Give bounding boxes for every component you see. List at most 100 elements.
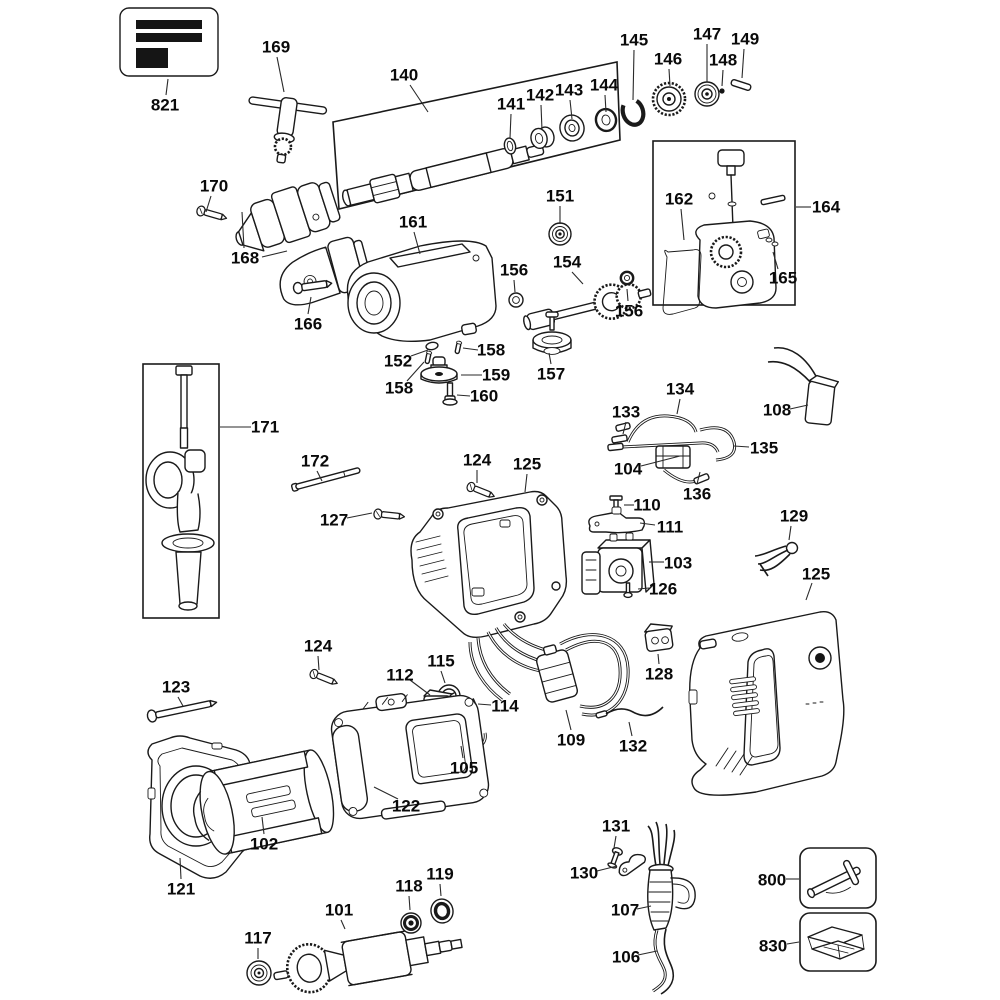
part-label-147-12: 147 [693,25,721,44]
part-label-158-24: 158 [477,341,505,360]
clamshell-left-125-art [410,490,568,639]
part-label-107-64: 107 [611,901,639,920]
part-label-106-65: 106 [612,948,640,967]
leader-line-156-20 [513,279,516,293]
leader-line-146-11 [668,68,671,87]
part-label-129-44: 129 [780,507,808,526]
gear-housing-161-art [346,240,497,343]
depth-rod-172-art [290,467,361,492]
part-label-115-47: 115 [427,652,454,671]
part-label-161-19: 161 [399,213,427,232]
screw-123-art [146,699,218,723]
leader-line-133-34 [622,421,627,435]
bearing-147-art [694,81,720,107]
bearing-117-art [246,960,272,986]
chuck-key-169-art [248,96,328,164]
leader-line-125-45 [805,582,813,601]
part-label-158-26: 158 [385,379,413,398]
leader-line-166-4 [307,296,312,315]
part-label-154-21: 154 [553,253,582,272]
part-label-117-58: 117 [244,929,271,948]
part-label-135-37: 135 [750,439,778,458]
leader-line-122-57 [373,786,399,800]
field-102-art [192,749,335,855]
pin-158-a-art [454,340,463,355]
accessory-800-art [799,847,877,909]
leader-line-123-54 [177,696,184,707]
part-label-128-53: 128 [645,665,673,684]
chuck-168-art [235,181,341,252]
leader-line-821-0 [165,78,169,96]
part-label-102-56: 102 [250,835,278,854]
leader-line-162-15 [680,208,685,241]
leader-line-148-13 [721,69,724,87]
clutch-157-art [532,311,572,355]
screw-170-art [195,204,229,224]
part-label-121-55: 121 [167,880,195,899]
part-label-130-63: 130 [570,864,598,883]
screw-126-art [623,582,633,599]
leader-line-131-62 [613,835,617,849]
leader-line-141-6 [509,113,512,139]
leader-line-118-60 [408,895,411,911]
leader-line-144-9 [604,94,607,113]
part-label-171-29: 171 [251,418,279,437]
part-label-159-25: 159 [482,366,510,385]
part-label-146-11: 146 [654,50,682,69]
leader-line-126-43 [637,587,650,590]
leader-line-106-65 [637,950,658,956]
bearing-151-art [548,222,572,246]
nameplate-821-art [119,7,219,77]
screw-124-b-art [308,667,340,689]
part-label-149-14: 149 [731,30,759,49]
part-label-110-40: 110 [633,496,660,515]
part-label-144-9: 144 [590,76,619,95]
leader-line-119-61 [439,883,442,897]
part-label-143-8: 143 [555,81,583,100]
part-label-136-38: 136 [683,485,711,504]
bearing-156-left-art [508,292,524,308]
leader-line-161-19 [413,231,421,255]
part-label-140-5: 140 [390,66,418,85]
bushing-142-art [530,126,555,150]
part-label-104-36: 104 [614,460,643,479]
part-label-166-4: 166 [294,315,322,334]
bearing-118-art [400,912,422,934]
spindle-group-140-art [332,61,621,211]
part-label-168-3: 168 [231,249,259,268]
part-label-134-35: 134 [666,380,695,399]
part-label-122-57: 122 [392,797,420,816]
jumper-wire-132-art [595,706,664,719]
wire-clip-129-art [754,541,799,577]
leader-line-152-23 [410,349,429,357]
pin-164-art [760,194,786,206]
leader-line-169-1 [276,56,285,93]
leader-line-830-67 [786,941,800,945]
retaining-ring-145-art [620,97,646,127]
part-label-112-48: 112 [386,666,413,685]
lock-lever-111-art [588,506,646,534]
leader-line-102-56 [261,816,265,835]
part-label-105-50: 105 [450,759,478,778]
leader-line-111-41 [639,522,656,526]
part-label-830-67: 830 [759,937,787,956]
part-label-108-39: 108 [763,401,791,420]
part-label-156-20: 156 [500,261,528,280]
screw-160-art [442,382,458,406]
leader-line-115-47 [440,670,446,684]
screw-124-a-art [465,480,497,502]
leader-line-172-30 [316,470,323,482]
leader-line-135-37 [733,445,750,448]
screw-127-art [372,508,406,523]
leader-line-170-2 [205,195,212,213]
leader-line-168-3 [241,211,245,249]
part-label-125-33: 125 [513,455,541,474]
power-cord-106-art [652,928,675,995]
accessory-830-art [799,912,877,972]
part-label-126-43: 126 [649,580,677,599]
clamshell-right-125-art [688,610,845,796]
leader-line-104-36 [640,455,681,467]
part-label-152-23: 152 [384,352,412,371]
